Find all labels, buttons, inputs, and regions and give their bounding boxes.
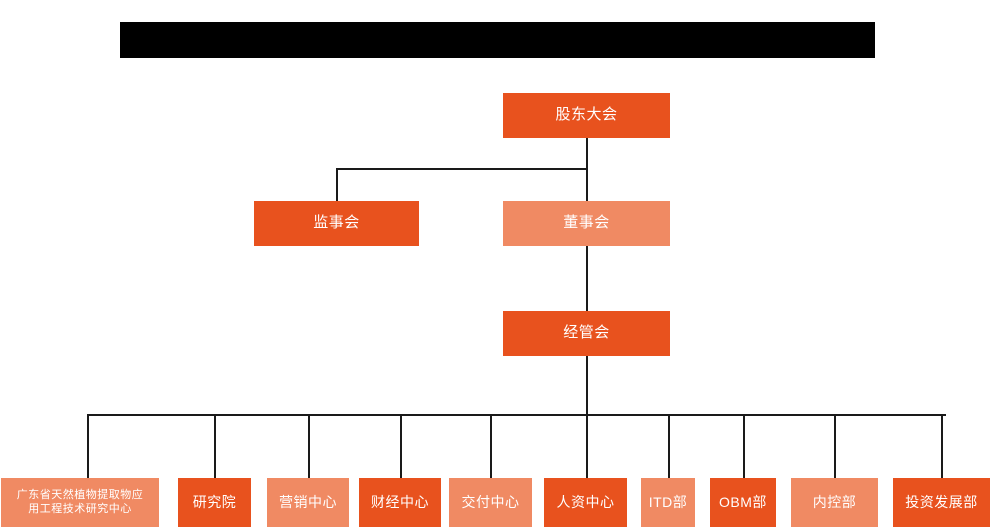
org-node-label-shareholders-meeting: 股东大会 — [555, 106, 618, 124]
connector-drop-hr-center — [586, 414, 588, 478]
org-node-gd-plant-extract-center[interactable]: 广东省天然植物提取物应 用工程技术研究中心 — [1, 478, 159, 527]
org-node-delivery-center[interactable]: 交付中心 — [449, 478, 532, 527]
org-node-management-committee[interactable]: 经管会 — [503, 311, 670, 356]
org-node-label-investment-development-department: 投资发展部 — [905, 493, 978, 510]
connector-drop-itd-department — [668, 414, 670, 478]
connector-supervisors-bus-horizontal — [336, 168, 588, 170]
connector-drop-internal-control-department — [834, 414, 836, 478]
org-node-label-itd-department: ITD部 — [648, 493, 688, 510]
connector-drop-gd-plant-extract-center — [87, 414, 89, 478]
connector-supervisors-drop — [336, 168, 338, 202]
org-node-label-internal-control-department: 内控部 — [812, 493, 857, 510]
connector-drop-obm-department — [743, 414, 745, 478]
redacted-title-bar — [120, 22, 875, 58]
connector-drop-research-institute — [214, 414, 216, 478]
org-node-board-of-supervisors[interactable]: 监事会 — [254, 201, 419, 246]
org-node-shareholders-meeting[interactable]: 股东大会 — [503, 93, 670, 138]
org-node-label-hr-center: 人资中心 — [556, 493, 615, 510]
connector-directors-down-to-management — [586, 246, 588, 312]
connector-management-down-to-bus — [586, 356, 588, 416]
org-node-label-management-committee: 经管会 — [563, 324, 610, 342]
org-node-board-of-directors[interactable]: 董事会 — [503, 201, 670, 246]
org-node-label-research-institute: 研究院 — [192, 493, 237, 510]
org-node-label-obm-department: OBM部 — [719, 493, 767, 510]
org-node-label-finance-center: 财经中心 — [371, 493, 429, 510]
connector-drop-delivery-center — [490, 414, 492, 478]
connector-drop-marketing-center — [308, 414, 310, 478]
org-node-label-board-of-directors: 董事会 — [563, 214, 610, 232]
org-node-itd-department[interactable]: ITD部 — [641, 478, 695, 527]
org-node-label-board-of-supervisors: 监事会 — [313, 214, 360, 232]
org-node-internal-control-department[interactable]: 内控部 — [791, 478, 878, 527]
org-node-marketing-center[interactable]: 营销中心 — [267, 478, 349, 527]
org-node-label-delivery-center: 交付中心 — [461, 493, 520, 510]
org-node-hr-center[interactable]: 人资中心 — [544, 478, 627, 527]
connector-drop-investment-development-department — [941, 414, 943, 478]
org-node-investment-development-department[interactable]: 投资发展部 — [893, 478, 990, 527]
org-node-finance-center[interactable]: 财经中心 — [359, 478, 441, 527]
connector-drop-finance-center — [400, 414, 402, 478]
connector-shareholders-down-trunk — [586, 138, 588, 246]
org-node-research-institute[interactable]: 研究院 — [178, 478, 251, 527]
org-node-obm-department[interactable]: OBM部 — [710, 478, 776, 527]
connector-department-bus-horizontal — [87, 414, 946, 416]
org-node-label-gd-plant-extract-center: 广东省天然植物提取物应 用工程技术研究中心 — [16, 488, 144, 515]
org-node-label-marketing-center: 营销中心 — [279, 493, 337, 510]
